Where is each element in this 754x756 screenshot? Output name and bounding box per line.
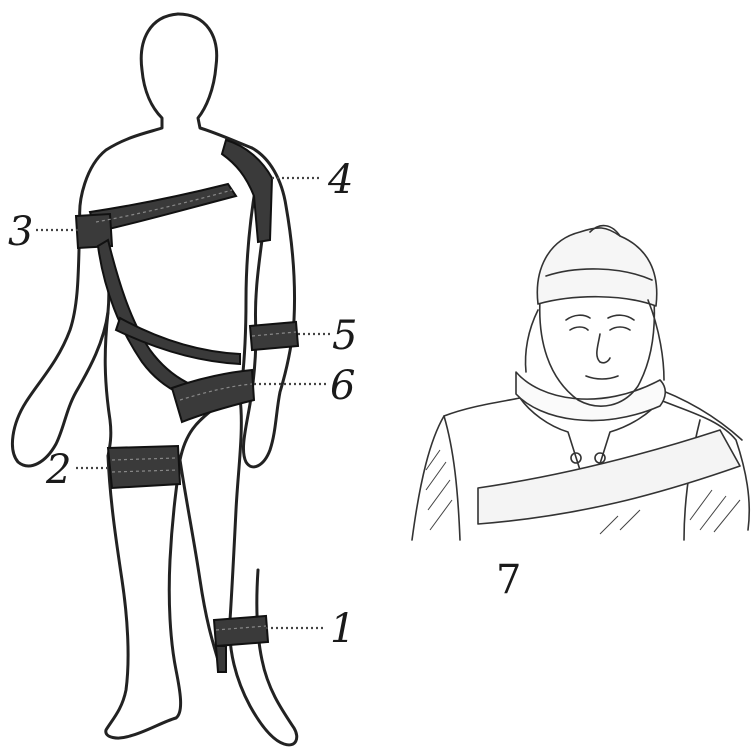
- head-cap-bandage: [537, 228, 656, 306]
- label-6: 6: [330, 366, 355, 406]
- label-3: 3: [8, 212, 33, 252]
- neck-wrap-bandage: [516, 372, 665, 421]
- label-5: 5: [332, 316, 357, 356]
- label-1: 1: [330, 609, 355, 649]
- cheek-bandage: [648, 300, 664, 380]
- eyes: [570, 327, 630, 330]
- chest-sling-bandage: [478, 430, 740, 524]
- nose: [597, 334, 610, 363]
- mouth: [586, 376, 618, 379]
- label-7: 7: [496, 560, 521, 600]
- label-4: 4: [328, 160, 353, 200]
- eyebrows: [566, 315, 634, 320]
- label-2: 2: [46, 450, 71, 490]
